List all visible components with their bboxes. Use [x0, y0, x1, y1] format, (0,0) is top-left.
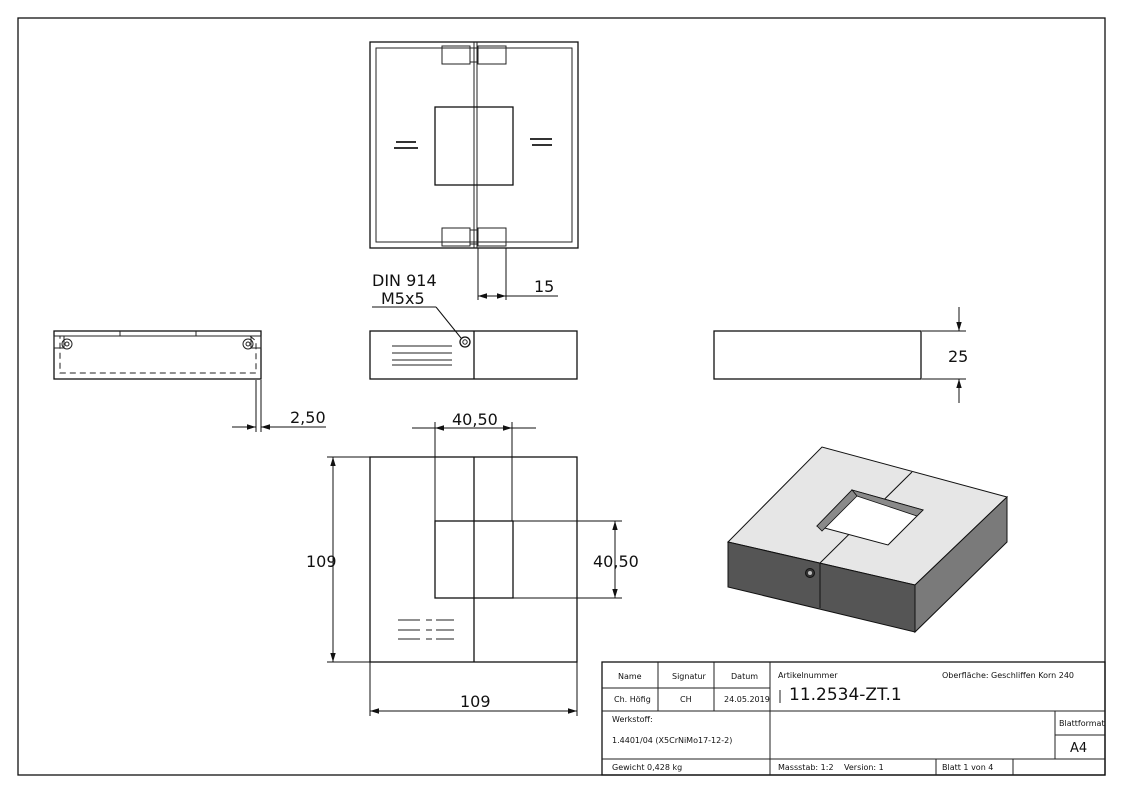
tb-date-header: Datum: [731, 672, 758, 681]
front-view: [369, 330, 578, 380]
dim-label-15: 15: [534, 277, 554, 296]
tb-material-value: 1.4401/04 (X5CrNiMo17-12-2): [612, 736, 732, 745]
tb-sheet: Blatt 1 von 4: [942, 763, 993, 772]
iso-side-face: [914, 495, 1008, 634]
dimension-outer-height: 109: [306, 456, 370, 663]
isometric-view: [727, 446, 1008, 634]
din-label: DIN 914: [372, 271, 437, 290]
tb-surface-value: Geschliffen Korn 240: [991, 671, 1074, 680]
dim-label-hole-height: 40,50: [593, 552, 639, 571]
dimension-outer-width: 109: [369, 662, 578, 716]
dimension-gap: 2,50: [232, 380, 326, 432]
left-side-view: [53, 330, 262, 380]
bottom-view: [369, 456, 578, 663]
tb-signature-header: Signatur: [672, 672, 707, 681]
dim-label-hole-width: 40,50: [452, 410, 498, 429]
tb-signature-value: CH: [680, 695, 692, 704]
dim-label-outer-width: 109: [460, 692, 491, 711]
tb-material-label: Werkstoff:: [612, 715, 653, 724]
tb-surface-label: Oberfläche:: [942, 671, 989, 680]
tb-version: Version: 1: [844, 763, 884, 772]
dimension-hole-height: 40,50: [513, 520, 639, 599]
title-block: Name Signatur Datum Ch. Höfig CH 24.05.2…: [601, 661, 1106, 776]
tb-name-value: Ch. Höfig: [614, 695, 651, 704]
dim-label-outer-height: 109: [306, 552, 337, 571]
top-view: [369, 41, 579, 249]
tb-scale: Massstab: 1:2: [778, 763, 834, 772]
tb-sheet-format-label: Blattformat: [1059, 719, 1105, 728]
dim-label-25: 25: [948, 347, 968, 366]
tb-name-header: Name: [618, 672, 642, 681]
right-side-view: [713, 330, 922, 380]
tb-sheet-format-value: A4: [1070, 741, 1087, 756]
tb-article-label: Artikelnummer: [778, 671, 838, 680]
sheet-border: [17, 17, 1106, 776]
tb-weight: Gewicht 0,428 kg: [612, 763, 682, 772]
screw-size-label: M5x5: [381, 289, 425, 308]
tb-date-value: 24.05.2019: [724, 695, 770, 704]
tb-article-number: 11.2534-ZT.1: [789, 685, 902, 705]
dimension-hole-width: 40,50: [412, 410, 536, 521]
screw-callout: DIN 914 M5x5: [372, 271, 462, 339]
dimension-slot-width: 15: [477, 248, 558, 300]
dim-label-2-50: 2,50: [290, 408, 326, 427]
dimension-thickness: 25: [922, 307, 968, 403]
